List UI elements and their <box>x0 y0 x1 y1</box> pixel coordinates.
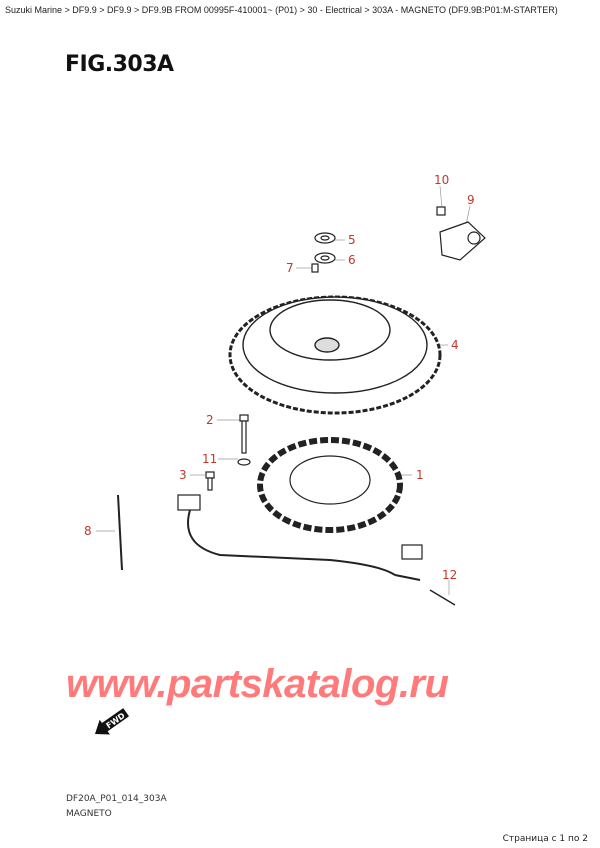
callout-9[interactable]: 9 <box>467 193 475 207</box>
breadcrumb[interactable]: Suzuki Marine > DF9.9 > DF9.9 > DF9.9B F… <box>5 5 558 15</box>
nut-washer-parts <box>311 232 336 273</box>
figure-title: FIG.303A <box>65 52 174 77</box>
callout-12[interactable]: 12 <box>442 568 457 582</box>
cable-tie-part <box>117 494 123 571</box>
callout-10[interactable]: 10 <box>434 173 449 187</box>
drawing-name: MAGNETO <box>66 809 112 819</box>
callout-6[interactable]: 6 <box>348 253 356 267</box>
wire-harness <box>177 494 456 606</box>
callout-3[interactable]: 3 <box>179 468 187 482</box>
callout-11[interactable]: 11 <box>202 452 217 466</box>
callout-7[interactable]: 7 <box>286 261 294 275</box>
fwd-arrow-icon: FWD <box>95 708 129 735</box>
drawing-code: DF20A_P01_014_303A <box>66 794 167 804</box>
flywheel-part <box>228 295 442 415</box>
pagination: Страница с 1 по 2 <box>502 834 588 844</box>
pulser-coil-part <box>436 206 486 261</box>
callout-8[interactable]: 8 <box>84 524 92 538</box>
callout-5[interactable]: 5 <box>348 233 356 247</box>
callout-1[interactable]: 1 <box>416 468 424 482</box>
bolts-parts <box>205 414 251 491</box>
callouts: 10 9 5 6 7 4 2 11 1 3 8 12 <box>84 173 475 582</box>
stator-part <box>257 437 403 533</box>
callout-2[interactable]: 2 <box>206 413 214 427</box>
watermark: www.partskatalog.ru <box>66 662 449 706</box>
callout-4[interactable]: 4 <box>451 338 459 352</box>
